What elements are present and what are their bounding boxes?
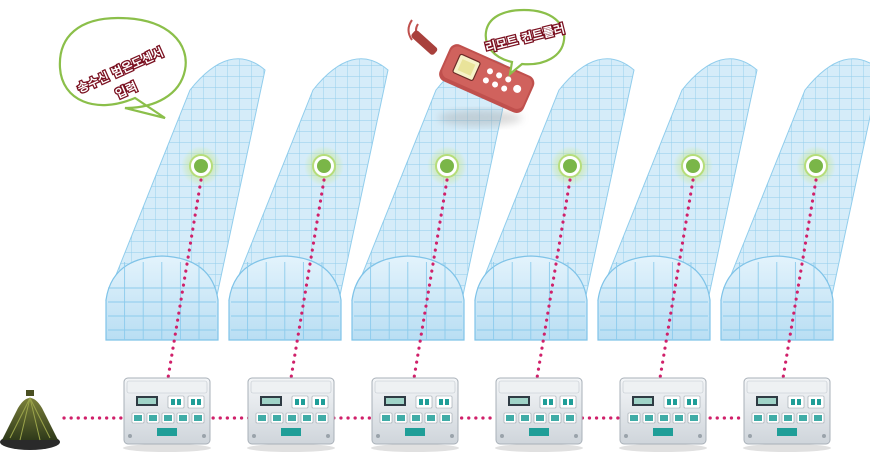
sensor-dot-icon — [563, 159, 577, 173]
controller-label-plate — [653, 428, 673, 436]
controller-row — [123, 377, 831, 452]
controller-unit — [619, 377, 707, 452]
controller-unit — [495, 377, 583, 452]
remote-controller — [407, 19, 535, 126]
controller-unit — [123, 377, 211, 452]
controller-label-plate — [157, 428, 177, 436]
sensor-link-line — [166, 178, 203, 380]
controller-label-plate — [529, 428, 549, 436]
sensor-dot-icon — [686, 159, 700, 173]
sensor-input-bubble: 송수신 범온도센서 입력 — [58, 16, 187, 120]
controller-unit — [247, 377, 335, 452]
sensor-link-line — [535, 178, 572, 380]
controller-unit — [743, 377, 831, 452]
sensor-link-line — [289, 178, 326, 380]
greenhouse — [105, 58, 266, 341]
remote-controller-bubble: 리모트 컨트롤러 — [482, 8, 568, 77]
greenhouse — [474, 58, 635, 341]
controller-label-plate — [405, 428, 425, 436]
sensor-dot-icon — [317, 159, 331, 173]
sensor-dot-icon — [809, 159, 823, 173]
controller-label-plate — [777, 428, 797, 436]
greenhouse — [720, 58, 870, 341]
greenhouse — [228, 58, 389, 341]
sensor-dot-icon — [440, 159, 454, 173]
greenhouse — [597, 58, 758, 341]
controller-label-plate — [281, 428, 301, 436]
sensor-link-line — [658, 178, 695, 380]
controller-unit — [371, 377, 459, 452]
sensor-link-line — [412, 178, 449, 380]
sensor-link-line — [781, 178, 818, 380]
sensor-dot-icon — [194, 159, 208, 173]
weather-sensor-dome — [0, 390, 60, 450]
